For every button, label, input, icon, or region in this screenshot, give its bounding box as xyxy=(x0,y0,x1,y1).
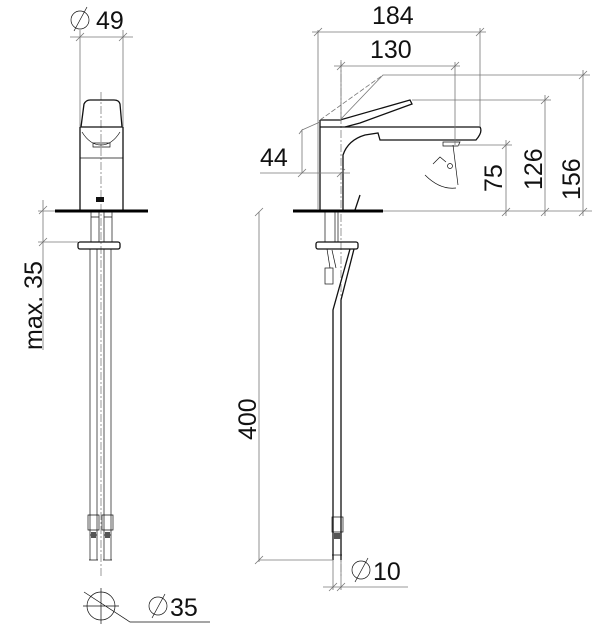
dim-184-label: 184 xyxy=(372,2,414,30)
diameter-35-label: 35 xyxy=(148,593,198,622)
diameter-49-label: 49 xyxy=(70,6,124,35)
dim-44-label: 44 xyxy=(260,144,288,172)
dim-75-label: 75 xyxy=(480,164,508,192)
dim-156-label: 156 xyxy=(558,158,586,200)
dim-126-label: 126 xyxy=(520,148,548,190)
svg-text:10: 10 xyxy=(373,558,401,586)
dim-130-label: 130 xyxy=(370,36,412,64)
diameter-10-label: 10 xyxy=(351,557,401,586)
max-35-label: max. 35 xyxy=(20,261,48,350)
front-view: 49 max. 35 35 xyxy=(20,6,210,624)
svg-text:35: 35 xyxy=(170,594,198,622)
side-view: 184 130 156 126 75 44 400 10 xyxy=(234,2,592,592)
dim-400-label: 400 xyxy=(234,398,262,440)
svg-text:49: 49 xyxy=(96,7,124,35)
